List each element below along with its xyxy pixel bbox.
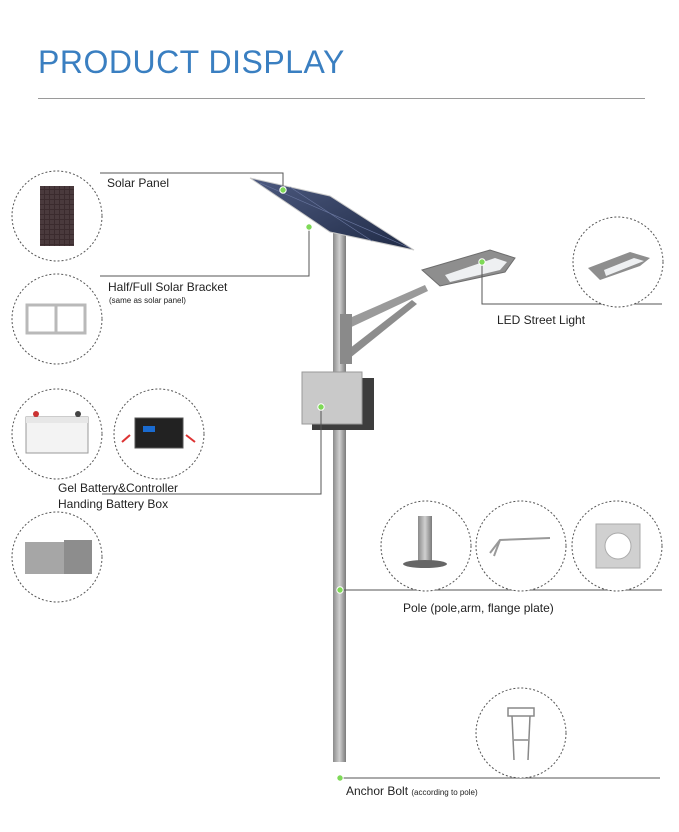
led-lamp-illustration — [420, 249, 516, 287]
anchor-bolt-icon — [507, 707, 535, 761]
pole-arm — [345, 285, 428, 330]
label-gel-battery: Gel Battery&Controller — [58, 481, 179, 495]
anchor-bolt-text: Anchor Bolt — [346, 784, 409, 798]
bracket-icon — [25, 303, 87, 335]
arm-thumb-icon — [489, 537, 551, 557]
thumbnails — [11, 170, 664, 779]
title-divider — [38, 98, 645, 99]
marker-dots — [279, 186, 486, 782]
label-bracket-note: (same as solar panel) — [109, 296, 186, 305]
led-thumb-icon — [588, 252, 650, 280]
controller-icon — [121, 417, 196, 449]
battery-box-illustration — [301, 371, 374, 430]
flange-plate-icon — [595, 523, 641, 569]
pole-illustration — [333, 230, 428, 762]
gel-battery-icon — [25, 411, 89, 454]
label-solar-panel: Solar Panel — [107, 176, 170, 190]
label-battery-box: Handing Battery Box — [58, 497, 169, 511]
thumb-arm — [475, 500, 567, 592]
pole-thumb-icon — [403, 516, 447, 568]
anchor-bolt-note: (according to pole) — [411, 788, 478, 797]
label-led-street-light: LED Street Light — [497, 313, 586, 327]
battery-box-thumb-icon — [25, 540, 92, 574]
label-pole: Pole (pole,arm, flange plate) — [403, 601, 554, 615]
page-title: PRODUCT DISPLAY — [38, 44, 345, 80]
label-bracket: Half/Full Solar Bracket — [108, 280, 228, 294]
label-anchor-bolt: Anchor Bolt (according to pole) — [346, 784, 478, 798]
solar-panel-illustration — [249, 177, 415, 251]
thumb-anchor-bolt — [475, 687, 567, 779]
solar-panel-icon — [40, 186, 74, 246]
